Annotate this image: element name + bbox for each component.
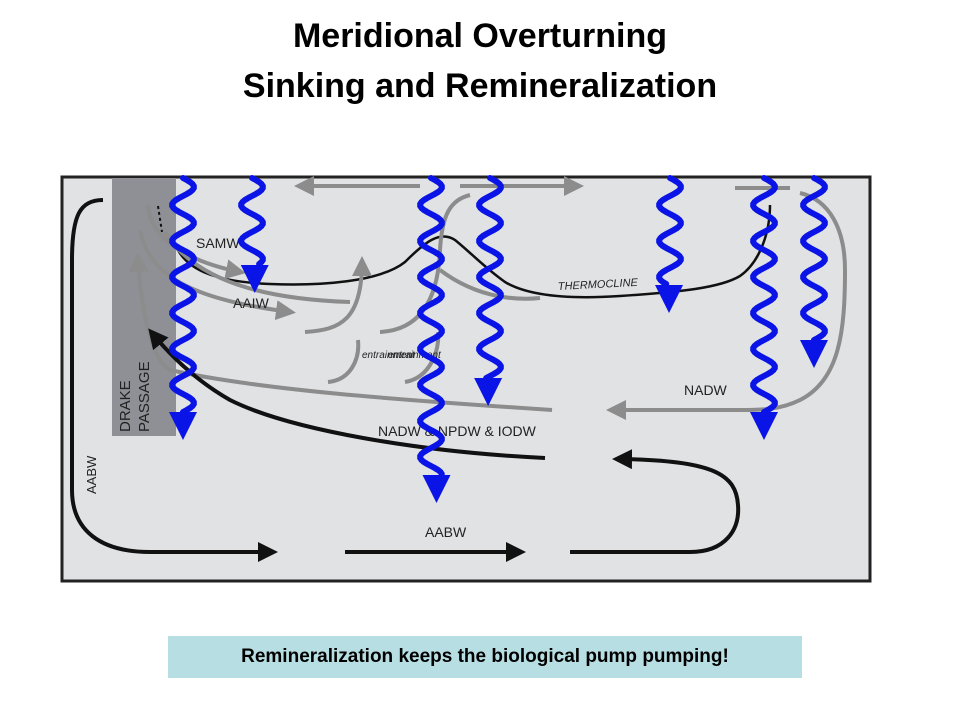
sinking-arrow-head (474, 378, 503, 406)
sinking-arrow (800, 175, 828, 368)
sinking-arrow (474, 175, 504, 406)
sinking-arrow-head (655, 285, 684, 313)
slide-title-line1: Meridional Overturning (292, 17, 668, 55)
sinking-arrow (417, 175, 451, 503)
sinking-arrow-wave (417, 175, 445, 477)
sinking-arrow-wave (750, 175, 778, 415)
aabw-right-loop (570, 449, 741, 554)
right-return-curve (739, 191, 848, 412)
sinking-arrow-wave (656, 175, 684, 287)
sinking-arrow-wave (238, 175, 266, 267)
sinking-arrow-wave (169, 175, 197, 415)
caption-box: Remineralization keeps the biological pu… (168, 636, 802, 678)
slide-title-line2: Sinking and Remineralization (242, 67, 718, 105)
sinking-arrows-group (169, 175, 828, 503)
label-thermocline: THERMOCLINE (558, 277, 639, 293)
sinking-arrow-wave (476, 175, 504, 381)
label-nadw-npdw-iodw: NADW & NPDW & IODW (378, 423, 537, 439)
sinking-arrow-head (240, 265, 269, 293)
sinking-arrow (750, 175, 778, 440)
label-aabw-left: AABW (84, 455, 99, 494)
drake-passage-label: DRAKE (117, 380, 134, 432)
sinking-arrow (238, 175, 269, 293)
sinking-arrow-head (422, 475, 451, 503)
aabw-left-loop (70, 198, 278, 562)
sinking-arrow-head (169, 412, 197, 440)
sinking-arrow (169, 175, 197, 440)
label-aabw-bottom: AABW (425, 524, 467, 540)
thermocline-curve (176, 204, 772, 299)
sinking-arrow-head (800, 340, 828, 368)
label-entrainment-left: entrainment (362, 350, 416, 361)
entrainment-curve-left (327, 339, 361, 384)
drake-passage-label-2: PASSAGE (136, 361, 153, 432)
drake-dashed-line (157, 205, 163, 233)
sinking-arrow-wave (800, 175, 828, 343)
sinking-arrow-head (750, 412, 778, 440)
label-samw: SAMW (196, 235, 240, 251)
entrainment-up-arrow-left (304, 256, 372, 334)
aabw-upwelling-arrow (148, 328, 546, 460)
sinking-arrow (655, 175, 684, 313)
label-nadw-right: NADW (684, 382, 728, 398)
label-aaiw: AAIW (233, 295, 270, 311)
label-entrainment-right: entrainment (388, 350, 442, 361)
